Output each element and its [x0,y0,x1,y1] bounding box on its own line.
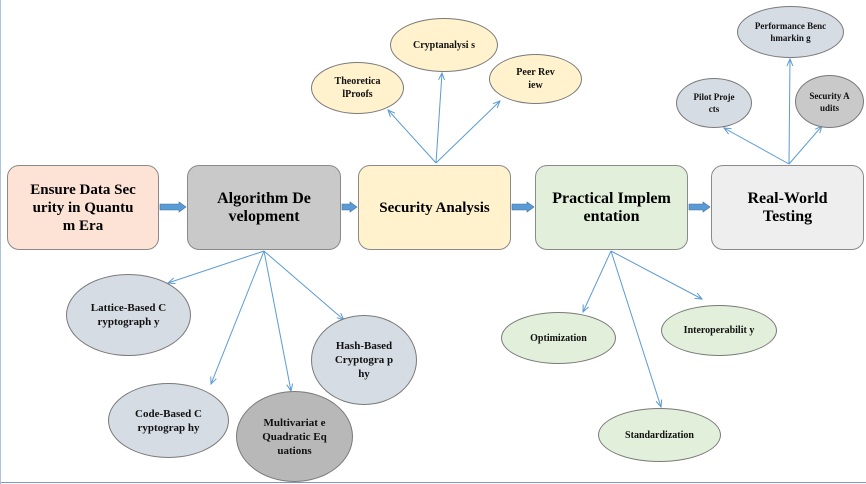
algorithm-development-box: Algorithm Development [187,165,341,250]
theoretical-proofs-connector [388,110,437,164]
security-analysis-box: Security Analysis [358,165,511,250]
theoretical-proofs-label: Theoretica lProofs [334,76,381,100]
standardization-connector [610,250,661,407]
goal-to-algorithm-arrow [159,201,187,213]
code-based-connector [211,250,265,384]
peer-review-oval: Peer Review [489,54,582,104]
cryptanalysis-oval: Cryptanalysi s [390,18,498,72]
left-border [0,0,1,484]
real-world-testing-box: Real-World Testing [711,165,864,250]
multivariate-connector [263,250,291,391]
interoperability-oval: Interoperabilit y [661,305,777,356]
cryptanalysis-label: Cryptanalysi s [413,39,475,51]
practical-to-testing-arrow [688,201,711,213]
code-based-cryptography-oval: Code-Based Cryptograp hy [108,383,229,458]
pilot-projects-connector [724,128,790,165]
code-based-cryptography-label: Code-Based Cryptograp hy [135,407,202,434]
pilot-projects-oval: Pilot Projects [676,78,752,128]
security-analysis-label: Security Analysis [379,199,490,216]
flow-arrows [159,201,711,213]
branch-connectors [168,59,822,407]
real-world-testing-label: Real-World Testing [747,189,828,225]
standardization-oval: Standardization [598,408,721,462]
practical-implementation-label: Practical Implementation [552,189,671,225]
goal-label: Ensure Data Security in Quantum Era [30,181,136,234]
algorithm-to-security-arrow [341,201,358,213]
performance-benchmarking-label: Performance Benchmarkin g [754,21,827,43]
lattice-based-connector [168,250,265,283]
pilot-projects-label: Pilot Projects [693,92,735,114]
security-audits-oval: Security Audits [795,75,864,128]
peer-review-connector [435,101,500,164]
peer-review-label: Peer Review [516,67,555,91]
multivariate-quadratic-equations-oval: Multivariat e Quadratic Equations [236,391,353,482]
hash-based-connector [263,250,344,320]
standardization-label: Standardization [625,429,694,441]
security-audits-label: Security Audits [809,90,850,113]
cryptanalysis-connector [435,73,442,164]
bottom-border [0,482,866,483]
optimization-label: Optimization [530,332,587,344]
security-to-practical-arrow [511,201,535,213]
hash-based-cryptography-oval: Hash-Based Cryptogra phy [311,315,417,405]
theoretical-proofs-oval: Theoretica lProofs [311,62,404,114]
performance-benchmarking-connector [789,59,790,165]
security-audits-connector [788,126,822,165]
lattice-based-cryptography-oval: Lattice-Based Cryptograph y [66,274,191,356]
lattice-based-cryptography-label: Lattice-Based Cryptograph y [90,302,167,328]
goal-box: Ensure Data Security in Quantum Era [7,165,159,250]
performance-benchmarking-oval: Performance Benchmarkin g [737,6,844,58]
algorithm-development-label: Algorithm Development [217,189,311,225]
optimization-connector [583,250,612,312]
practical-implementation-box: Practical Implementation [535,165,688,250]
interoperability-connector [610,250,702,299]
optimization-oval: Optimization [501,312,616,364]
interoperability-label: Interoperabilit y [683,325,755,336]
hash-based-cryptography-label: Hash-Based Cryptogra phy [334,340,394,380]
multivariate-quadratic-equations-label: Multivariat e Quadratic Equations [262,416,327,457]
